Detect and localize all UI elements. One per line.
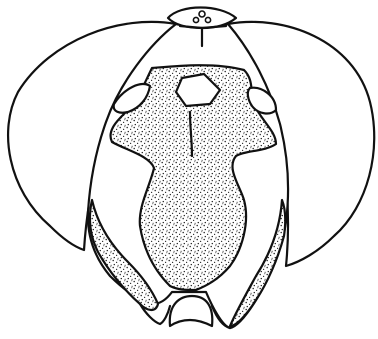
right-ocellus: [205, 17, 210, 22]
median-ocellus: [199, 11, 205, 17]
left-ocellus: [193, 17, 198, 22]
labrum: [170, 296, 213, 326]
